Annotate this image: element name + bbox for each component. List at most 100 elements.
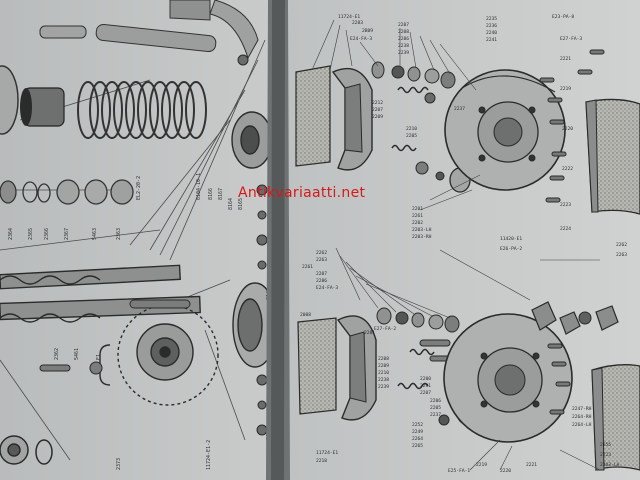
part-label: 8167 (218, 188, 224, 200)
watermark-text: Antikvariaatti.net (238, 185, 366, 201)
part-label: E24-FA-3 (316, 285, 338, 291)
part-label: 2207 (398, 22, 409, 28)
part-label: 2366 (44, 228, 50, 240)
part-label: E23-PA-8 (552, 14, 574, 20)
part-label: 2238 (398, 43, 409, 49)
part-label: 2008 (300, 312, 311, 318)
part-label: 2212 (372, 100, 383, 106)
part-label: 2264 (412, 436, 423, 442)
part-label: 2261 (412, 213, 423, 219)
part-label: 2286 (316, 278, 327, 284)
part-label: 2224 (560, 226, 571, 232)
part-label: 2219 (560, 86, 571, 92)
part-label: 2208 (398, 29, 409, 35)
part-label: 2238 (378, 377, 389, 383)
part-label: 2203-RH (412, 234, 432, 240)
part-label: EL2-20-2 (136, 176, 142, 200)
part-label: 8166 (208, 188, 214, 200)
part-label: 2221 (560, 56, 571, 62)
part-label: 2364 (8, 228, 14, 240)
part-label: E27-FA-2 (374, 326, 396, 332)
part-label: 2262 (616, 242, 627, 248)
part-label: E27-FA-3 (560, 36, 582, 42)
part-label: 5461 (74, 348, 80, 360)
part-label: 2220 (500, 468, 511, 474)
part-label: 2207 (372, 107, 383, 113)
leader-lines (311, 19, 601, 471)
part-label: E1 (96, 354, 102, 360)
part-label: 2236 (486, 23, 497, 29)
part-label: E24-FA-3 (350, 36, 372, 42)
part-label: 2207 (420, 390, 431, 396)
part-label: 2237 (430, 412, 441, 418)
part-label: 2218 (316, 458, 327, 464)
part-label: 8165 (238, 198, 244, 210)
part-label: 5463 (92, 228, 98, 240)
right-page: 11724-E1 2283 2B09 E24-FA-3 2207 2208 22… (288, 0, 640, 480)
part-label: 11724-E1 (316, 450, 338, 456)
part-label: 2263 (616, 252, 627, 258)
part-label: 2363 (116, 228, 122, 240)
lower-brake-assembly (297, 301, 640, 471)
lower-part-labels: 2262 2263 2261 2207 2286 E24-FA-3 2008 2… (300, 250, 620, 474)
part-label: 2264-LH (572, 422, 592, 428)
part-label: 2263 (316, 257, 327, 263)
part-label: 2206 (398, 36, 409, 42)
part-label: 2203-LH (600, 462, 620, 468)
part-label: 2252 (412, 422, 423, 428)
part-label: 2209 (378, 363, 389, 369)
part-label: 2205 (406, 133, 417, 139)
part-label: 2264-RH (572, 414, 592, 420)
part-label: 2210 (406, 126, 417, 132)
left-page: 2364 2365 2366 2367 5463 2363 2362 5461 … (0, 0, 278, 480)
part-label: 2262 (316, 250, 327, 256)
part-label: 2201 (412, 206, 423, 212)
part-label: 2207 (316, 271, 327, 277)
part-label: E25-FA-1 (448, 468, 470, 474)
part-label: 2283 (352, 20, 363, 26)
part-label: 2206 (430, 398, 441, 404)
part-label: 2223 (560, 202, 571, 208)
part-label: 2265 (412, 443, 423, 449)
part-label: E26-PA-2 (500, 246, 522, 252)
part-label: 2203-LH (412, 227, 432, 233)
part-label: 2365 (28, 228, 34, 240)
part-label: 2205 (430, 405, 441, 411)
part-label: 2220 (562, 126, 573, 132)
part-label: 2362 (54, 348, 60, 360)
part-label: 2210 (378, 370, 389, 376)
part-label: 2202 (412, 220, 423, 226)
part-label: 2B09 (362, 28, 373, 34)
part-label: 2241 (486, 37, 497, 43)
part-label: 2255 (600, 442, 611, 448)
part-label: 2221 (526, 462, 537, 468)
part-label: 11724-E1 (338, 14, 360, 20)
part-label: 2261 (302, 264, 313, 270)
part-label: 2281 (364, 330, 375, 336)
part-label: 2200 (420, 376, 431, 382)
part-label: 2223 (600, 452, 611, 458)
part-label: 2208 (378, 356, 389, 362)
part-label: 2367 (64, 228, 70, 240)
book-spine (266, 0, 290, 480)
part-label: 2249 (412, 429, 423, 435)
part-label: 11420-E1 (500, 236, 522, 242)
upper-part-labels: 11724-E1 2283 2B09 E24-FA-3 2207 2208 22… (338, 14, 627, 258)
part-label: 2237 (454, 106, 465, 112)
part-label: 2209 (372, 114, 383, 120)
part-label: 2291 (420, 383, 431, 389)
part-label: 2373 (116, 458, 122, 470)
part-label: 2222 (562, 166, 573, 172)
part-label: 2239 (398, 50, 409, 56)
part-label: 2239 (378, 384, 389, 390)
part-label: 6104-10-1 (196, 173, 202, 200)
part-label: 2247-RH (572, 406, 592, 412)
part-label: 2219 (476, 462, 487, 468)
part-label: 2235 (486, 16, 497, 22)
part-label: 2240 (486, 30, 497, 36)
part-label: 11724-E1-2 (206, 440, 212, 470)
upper-brake-assembly (295, 49, 640, 215)
part-label: 8164 (228, 198, 234, 210)
